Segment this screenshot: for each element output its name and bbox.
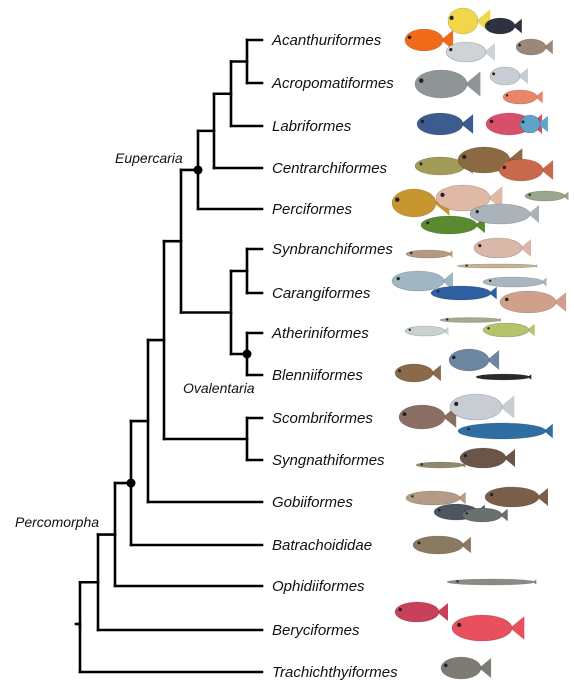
taxon-label: Syngnathiformes: [272, 452, 385, 469]
fish-icon: [447, 579, 536, 585]
fish-icon: [516, 39, 553, 55]
fish-icon: [415, 70, 480, 98]
taxon-label: Batrachoididae: [272, 537, 372, 554]
fish-icon: [395, 602, 448, 622]
clade-node-dot: [194, 165, 203, 174]
fish-icon: [470, 204, 539, 224]
fish-icon: [520, 115, 548, 133]
clade-node-dot: [243, 350, 252, 359]
taxon-label: Acropomatiformes: [271, 75, 394, 92]
fish-icon: [483, 323, 535, 337]
tree-branches: [76, 40, 262, 672]
fish-icon: [525, 191, 569, 201]
fish-icon: [457, 264, 537, 268]
fish-icon: [406, 250, 452, 258]
fish-icon: [440, 318, 501, 323]
fish-icon: [417, 113, 473, 135]
fish-icon: [499, 159, 553, 181]
fish-icon: [405, 29, 453, 51]
fish-icon: [500, 291, 566, 313]
fish-icon: [458, 423, 553, 439]
taxon-label: Gobiiformes: [272, 494, 353, 511]
taxon-label: Beryciformes: [272, 622, 360, 639]
taxon-label: Labriformes: [272, 118, 352, 135]
fish-icon: [490, 67, 528, 85]
clade-label-ovalentaria: Ovalentaria: [183, 380, 255, 396]
fish-icon: [406, 491, 466, 505]
taxon-labels: AcanthuriformesAcropomatiformesLabriform…: [271, 32, 398, 680]
fish-icon: [413, 536, 471, 554]
fish-icon: [441, 657, 491, 679]
clade-label-eupercaria: Eupercaria: [115, 150, 183, 166]
fish-icon: [452, 615, 524, 641]
fish-icon: [450, 394, 514, 420]
clade-labels: Eupercaria Ovalentaria Percomorpha: [15, 150, 255, 530]
fish-icon: [476, 374, 531, 380]
fish-icon: [416, 462, 465, 468]
taxon-label: Trachichthyiformes: [272, 664, 398, 680]
fish-icon: [431, 286, 497, 300]
fish-icon: [448, 8, 490, 34]
fish-icon: [503, 90, 543, 104]
fish-icon: [462, 508, 508, 522]
taxon-label: Atheriniformes: [271, 325, 369, 342]
taxon-label: Perciformes: [272, 201, 353, 218]
fish-icon: [483, 277, 547, 287]
clade-node-dot: [127, 479, 136, 488]
fish-icon: [485, 487, 548, 507]
fish-icon: [446, 42, 495, 62]
fish-icon: [395, 364, 441, 382]
fish-icon: [399, 405, 456, 429]
fish-illustrations: [392, 8, 569, 679]
fish-icon: [405, 326, 449, 336]
taxon-label: Ophidiiformes: [272, 578, 365, 595]
clade-label-percomorpha: Percomorpha: [15, 514, 99, 530]
taxon-label: Scombriformes: [272, 410, 373, 427]
fish-icon: [474, 238, 531, 258]
taxon-label: Centrarchiformes: [272, 160, 388, 177]
fish-icon: [460, 448, 515, 468]
taxon-label: Carangiformes: [272, 285, 371, 302]
taxon-label: Acanthuriformes: [271, 32, 382, 49]
fish-icon: [449, 349, 499, 371]
taxon-label: Synbranchiformes: [272, 241, 393, 258]
fish-icon: [485, 18, 522, 34]
taxon-label: Blenniiformes: [272, 367, 363, 384]
